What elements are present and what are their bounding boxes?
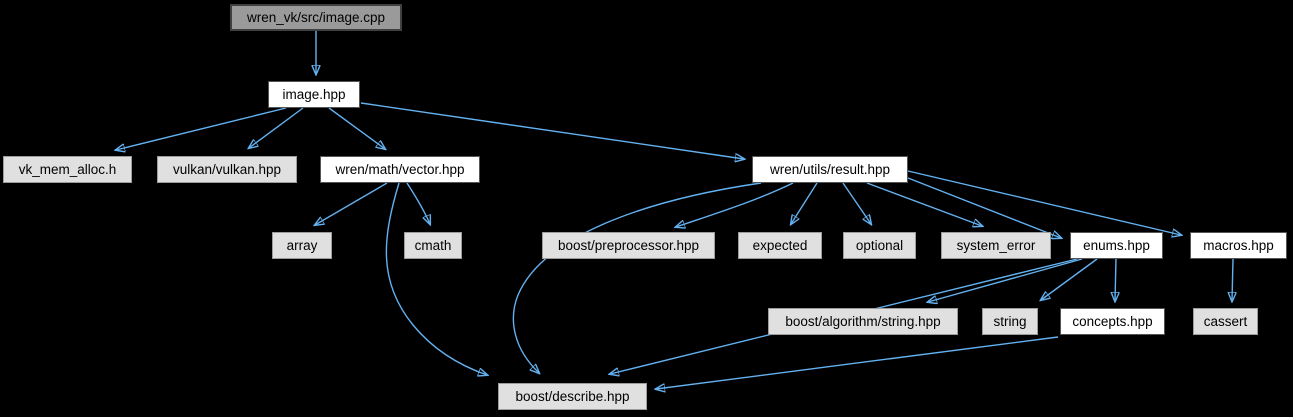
node-image-hpp[interactable]: image.hpp xyxy=(268,81,360,108)
edge-enums-string xyxy=(1041,258,1098,300)
node-macros-hpp[interactable]: macros.hpp xyxy=(1190,232,1287,259)
edge-result-preprocessor xyxy=(676,182,794,227)
node-optional[interactable]: optional xyxy=(843,232,916,259)
edge-image_hpp-vector xyxy=(328,107,385,149)
node-wren-utils-result-hpp[interactable]: wren/utils/result.hpp xyxy=(752,156,908,183)
edge-result-enums xyxy=(907,177,1061,238)
node-string[interactable]: string xyxy=(982,308,1038,335)
node-system-error[interactable]: system_error xyxy=(941,232,1051,259)
node-vk-mem-alloc[interactable]: vk_mem_alloc.h xyxy=(3,156,132,183)
edge-image_hpp-result xyxy=(360,102,744,159)
node-expected[interactable]: expected xyxy=(738,232,822,259)
node-array[interactable]: array xyxy=(272,232,332,259)
edge-concepts-describe xyxy=(656,336,1059,389)
edge-image_hpp-vk_mem_alloc xyxy=(116,107,287,150)
edge-vector-array xyxy=(315,182,388,225)
node-boost-algorithm-string-hpp[interactable]: boost/algorithm/string.hpp xyxy=(768,308,958,335)
edge-result-optional xyxy=(842,182,871,224)
node-cmath[interactable]: cmath xyxy=(404,232,462,259)
edge-result-macros xyxy=(907,170,1181,235)
edge-vector-describe xyxy=(385,182,487,375)
node-boost-preprocessor-hpp[interactable]: boost/preprocessor.hpp xyxy=(542,232,715,259)
node-vulkan-vulkan-hpp[interactable]: vulkan/vulkan.hpp xyxy=(157,156,297,183)
edge-result-expected xyxy=(791,182,818,224)
edge-vector-cmath xyxy=(406,182,430,224)
edge-macros-cassert xyxy=(1232,258,1233,301)
node-wren-math-vector-hpp[interactable]: wren/math/vector.hpp xyxy=(320,156,480,183)
edge-image_hpp-vulkan xyxy=(249,107,304,148)
node-cassert[interactable]: cassert xyxy=(1193,308,1258,335)
node-concepts-hpp[interactable]: concepts.hpp xyxy=(1060,308,1165,335)
edge-result-system_error xyxy=(866,182,982,226)
node-boost-describe-hpp[interactable]: boost/describe.hpp xyxy=(498,383,647,410)
edge-enums-concepts xyxy=(1115,258,1116,301)
edge-enums-algo_string xyxy=(928,258,1083,302)
edge-result-describe xyxy=(512,182,762,373)
node-image-cpp[interactable]: wren_vk/src/image.cpp xyxy=(230,4,402,31)
node-enums-hpp[interactable]: enums.hpp xyxy=(1070,232,1163,259)
